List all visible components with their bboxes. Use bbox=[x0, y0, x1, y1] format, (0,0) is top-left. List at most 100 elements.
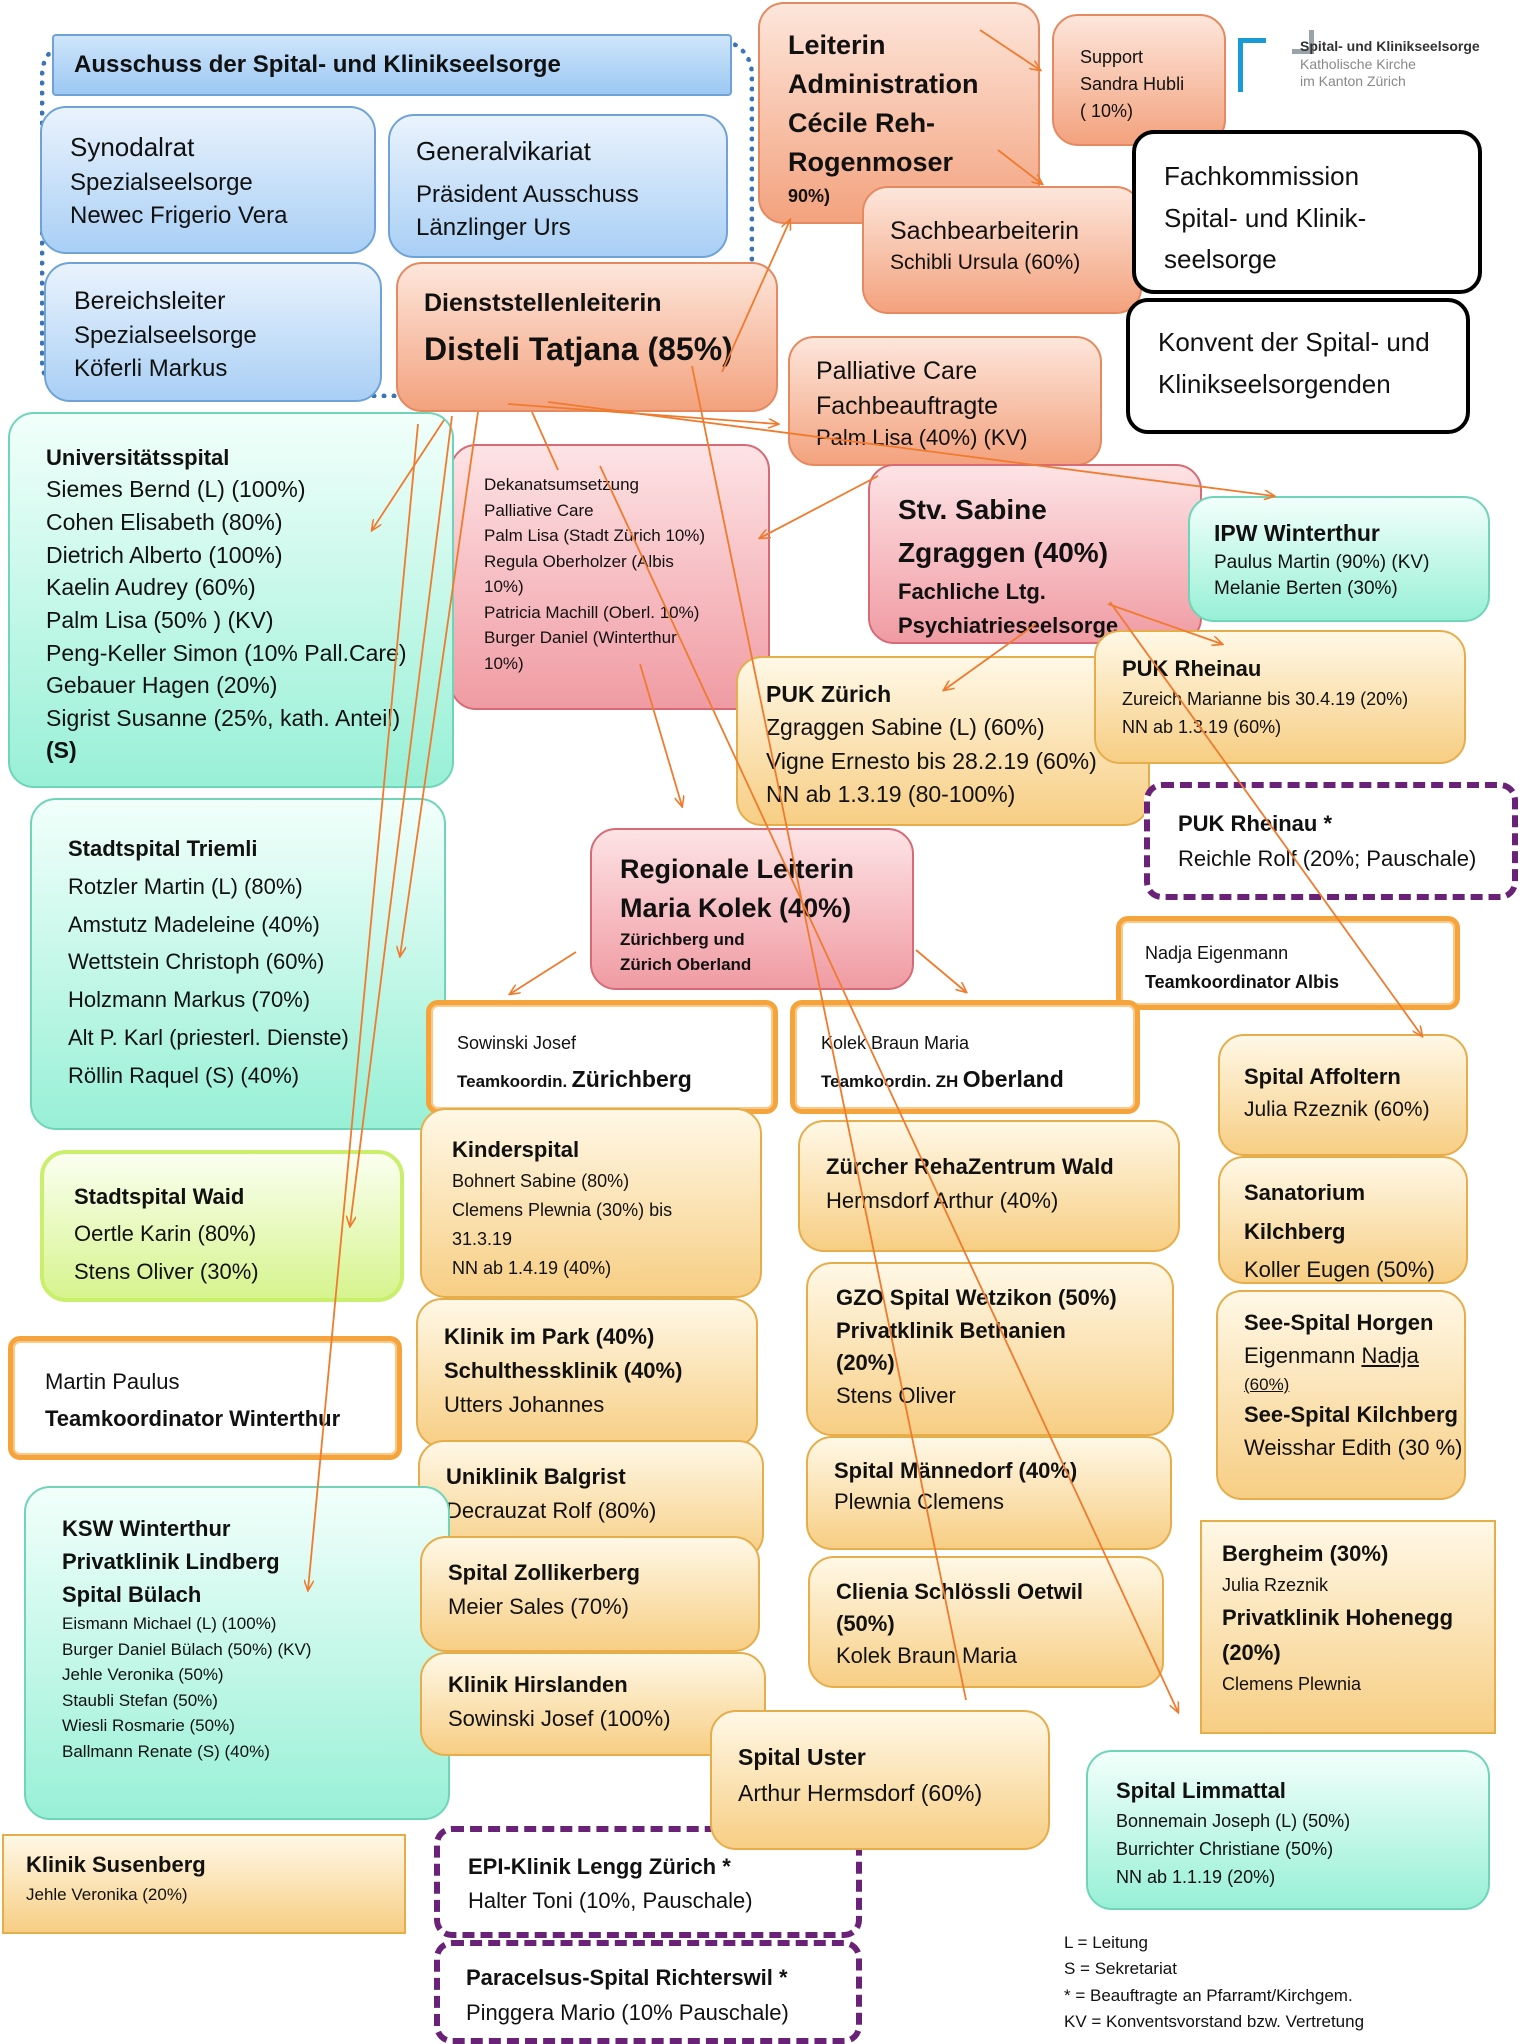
clienia-line-3: Kolek Braun Maria bbox=[836, 1642, 1017, 1668]
horgen-line-3: (60%) bbox=[1244, 1375, 1290, 1394]
support-box: Support Sandra Hubli ( 10%) bbox=[1052, 14, 1226, 146]
generalvikariat-line-3: Länzlinger Urs bbox=[416, 213, 571, 241]
ksw-line-9: Ballmann Renate (S) (40%) bbox=[62, 1741, 270, 1761]
dekanat-line-7: Burger Daniel (Winterthur bbox=[484, 628, 677, 647]
ksw-line-7: Staubli Stefan (50%) bbox=[62, 1690, 218, 1710]
puk-rheinau-beauftragte-box: PUK Rheinau * Reichle Rolf (20%; Pauscha… bbox=[1144, 782, 1518, 900]
bergheim-line-4: (20%) bbox=[1222, 1640, 1281, 1666]
leiterin-admin-line-2: Administration bbox=[788, 69, 979, 100]
teamkoordin-zuerichberg-box: Sowinski Josef Teamkoordin. Zürichberg bbox=[426, 1000, 778, 1114]
dekanat-line-5: 10%) bbox=[484, 577, 524, 596]
kolekbraun-zh: ZH bbox=[935, 1072, 959, 1092]
fachkommission-line-1: Fachkommission bbox=[1164, 161, 1360, 191]
puk-rheinau-line-1: PUK Rheinau bbox=[1122, 656, 1262, 681]
spital-affoltern-box: Spital Affoltern Julia Rzeznik (60%) bbox=[1218, 1034, 1468, 1156]
susenberg-line-2: Jehle Veronika (20%) bbox=[26, 1885, 188, 1905]
legend-star: * = Beauftragte an Pfarramt/Kirchgem. bbox=[1064, 1985, 1353, 2005]
unispital-line-3: Cohen Elisabeth (80%) bbox=[46, 508, 283, 535]
affoltern-line-1: Spital Affoltern bbox=[1244, 1064, 1401, 1089]
sanatorium-line-2: Kilchberg bbox=[1244, 1218, 1346, 1244]
balgrist-line-1: Uniklinik Balgrist bbox=[446, 1464, 626, 1489]
konvent-line-2: Klinikseelsorgenden bbox=[1158, 368, 1391, 399]
sanatorium-kilchberg-box: Sanatorium Kilchberg Koller Eugen (50%) bbox=[1218, 1156, 1468, 1284]
stv-line-3: Fachliche Ltg. bbox=[898, 578, 1046, 604]
puk-zuerich-line-1: PUK Zürich bbox=[766, 681, 892, 707]
synodalrat-box: Synodalrat Spezialseelsorge Newec Friger… bbox=[40, 106, 376, 254]
spital-uster-box: Spital Uster Arthur Hermsdorf (60%) bbox=[710, 1710, 1050, 1850]
kinderspital-line-2: Bohnert Sabine (80%) bbox=[452, 1171, 630, 1192]
arrow-regionale-kolek bbox=[915, 949, 966, 992]
synodalrat-line-3: Newec Frigerio Vera bbox=[70, 201, 288, 229]
rehazentrum-line-2: Hermsdorf Arthur (40%) bbox=[826, 1188, 1059, 1214]
unispital-line-7: Peng-Keller Simon (10% Pall.Care) bbox=[46, 639, 407, 666]
unispital-line-1: Universitätsspital bbox=[46, 445, 230, 470]
susenberg-line-1: Klinik Susenberg bbox=[26, 1852, 206, 1877]
triemli-line-2: Rotzler Martin (L) (80%) bbox=[68, 873, 303, 899]
bergheim-line-2: Julia Rzeznik bbox=[1222, 1575, 1329, 1596]
hirslanden-line-2: Sowinski Josef (100%) bbox=[448, 1706, 671, 1732]
sowinski-role: Teamkoordin. bbox=[457, 1072, 568, 1092]
gzo-line-2: Privatklinik Bethanien bbox=[836, 1317, 1066, 1343]
leiterin-admin-line-3: Cécile Reh- bbox=[788, 108, 936, 139]
logo: Spital- und Klinikseelsorge Katholische … bbox=[1232, 30, 1512, 100]
synodalrat-line-1: Synodalrat bbox=[70, 132, 195, 162]
rehazentrum-wald-box: Zürcher RehaZentrum Wald Hermsdorf Arthu… bbox=[798, 1120, 1180, 1252]
bereichsleiter-line-1: Bereichsleiter bbox=[74, 287, 226, 315]
ksw-line-1: KSW Winterthur bbox=[62, 1516, 231, 1541]
logo-mark-icon bbox=[1238, 38, 1266, 92]
puk-zuerich-line-2: Zgraggen Sabine (L) (60%) bbox=[766, 714, 1045, 741]
horgen-name-underlined: Nadja bbox=[1361, 1343, 1419, 1368]
paracelsus-line-2: Pinggera Mario (10% Pauschale) bbox=[466, 2000, 789, 2026]
unispital-line-6: Palm Lisa (50% ) (KV) bbox=[46, 606, 274, 633]
leiterin-admin-line-4: Rogenmoser bbox=[788, 147, 954, 178]
paracelsus-line-1: Paracelsus-Spital Richterswil * bbox=[466, 1965, 788, 1990]
puk-rheinau2-line-2: Reichle Rolf (20%; Pauschale) bbox=[1178, 846, 1477, 872]
dienststellenleiterin-line-1: Dienststellenleiterin bbox=[424, 289, 662, 317]
maennedorf-line-2: Plewnia Clemens bbox=[834, 1488, 1004, 1514]
stv-line-2: Zgraggen (40%) bbox=[898, 537, 1109, 569]
kinderspital-line-1: Kinderspital bbox=[452, 1137, 580, 1162]
dekanat-line-6: Patricia Machill (Oberl. 10%) bbox=[484, 602, 700, 622]
bergheim-line-5: Clemens Plewnia bbox=[1222, 1674, 1362, 1695]
uster-line-1: Spital Uster bbox=[738, 1744, 866, 1770]
sachbearbeiterin-line-1: Sachbearbeiterin bbox=[890, 217, 1080, 245]
horgen-line-4: See-Spital Kilchberg bbox=[1244, 1401, 1458, 1427]
bergheim-box: Bergheim (30%) Julia Rzeznik Privatklini… bbox=[1200, 1520, 1496, 1734]
zollikerberg-line-2: Meier Sales (70%) bbox=[448, 1594, 629, 1620]
puk-zuerich-box: PUK Zürich Zgraggen Sabine (L) (60%) Vig… bbox=[736, 656, 1150, 826]
generalvikariat-box: Generalvikariat Präsident Ausschuss Länz… bbox=[388, 114, 728, 258]
horgen-line-5: Weisshar Edith (30 %) bbox=[1244, 1434, 1463, 1460]
clienia-line-1: Clienia Schlössli Oetwil bbox=[836, 1579, 1083, 1604]
dekanat-line-3: Palm Lisa (Stadt Zürich 10%) bbox=[484, 526, 706, 545]
paracelsus-box: Paracelsus-Spital Richterswil * Pinggera… bbox=[434, 1940, 862, 2044]
waid-line-1: Stadtspital Waid bbox=[74, 1184, 245, 1209]
ausschuss-title: Ausschuss der Spital- und Klinikseelsorg… bbox=[52, 34, 732, 96]
sowinski-region: Zürichberg bbox=[571, 1066, 692, 1093]
ipw-line-2: Paulus Martin (90%) (KV) bbox=[1214, 551, 1430, 573]
palliative-line-2: Fachbeauftragte bbox=[816, 391, 999, 420]
stv-box: Stv. Sabine Zgraggen (40%) Fachliche Ltg… bbox=[868, 464, 1202, 644]
klinik-im-park-box: Klinik im Park (40%) Schulthessklinik (4… bbox=[416, 1298, 758, 1448]
dienststellenleiterin-line-2: Disteli Tatjana (85%) bbox=[424, 330, 733, 367]
regionale-line-2: Maria Kolek (40%) bbox=[620, 893, 852, 924]
albis-line-1: Nadja Eigenmann bbox=[1145, 943, 1289, 963]
kolekbraun-region: Oberland bbox=[962, 1066, 1064, 1093]
kolekbraun-line-1: Kolek Braun Maria bbox=[821, 1033, 970, 1053]
dekanat-box: Dekanatsumsetzung Palliative Care Palm L… bbox=[450, 444, 770, 710]
sachbearbeiterin-box: Sachbearbeiterin Schibli Ursula (60%) bbox=[862, 186, 1142, 314]
logo-line-2: Katholische Kirche bbox=[1300, 56, 1416, 72]
teamkoordinator-albis-box: Nadja Eigenmann Teamkoordinator Albis bbox=[1116, 916, 1460, 1010]
klinikpark-line-3: Utters Johannes bbox=[444, 1392, 605, 1418]
rehazentrum-line-1: Zürcher RehaZentrum Wald bbox=[826, 1154, 1114, 1179]
unispital-line-8: Gebauer Hagen (20%) bbox=[46, 672, 278, 699]
epi-line-2: Halter Toni (10%, Pauschale) bbox=[468, 1888, 753, 1914]
ksw-line-5: Burger Daniel Bülach (50%) (KV) bbox=[62, 1639, 312, 1659]
sanatorium-line-3: Koller Eugen (50%) bbox=[1244, 1257, 1435, 1282]
horgen-name: Eigenmann bbox=[1244, 1343, 1356, 1368]
triemli-line-4: Wettstein Christoph (60%) bbox=[68, 949, 325, 975]
waid-line-2: Oertle Karin (80%) bbox=[74, 1221, 257, 1247]
logo-mark-top-icon bbox=[1292, 30, 1314, 54]
limmattal-line-4: NN ab 1.1.19 (20%) bbox=[1116, 1866, 1276, 1887]
gzo-line-4: Stens Oliver bbox=[836, 1382, 956, 1408]
kolekbraun-line-2: Teamkoordin. ZH Oberland bbox=[821, 1059, 1109, 1100]
